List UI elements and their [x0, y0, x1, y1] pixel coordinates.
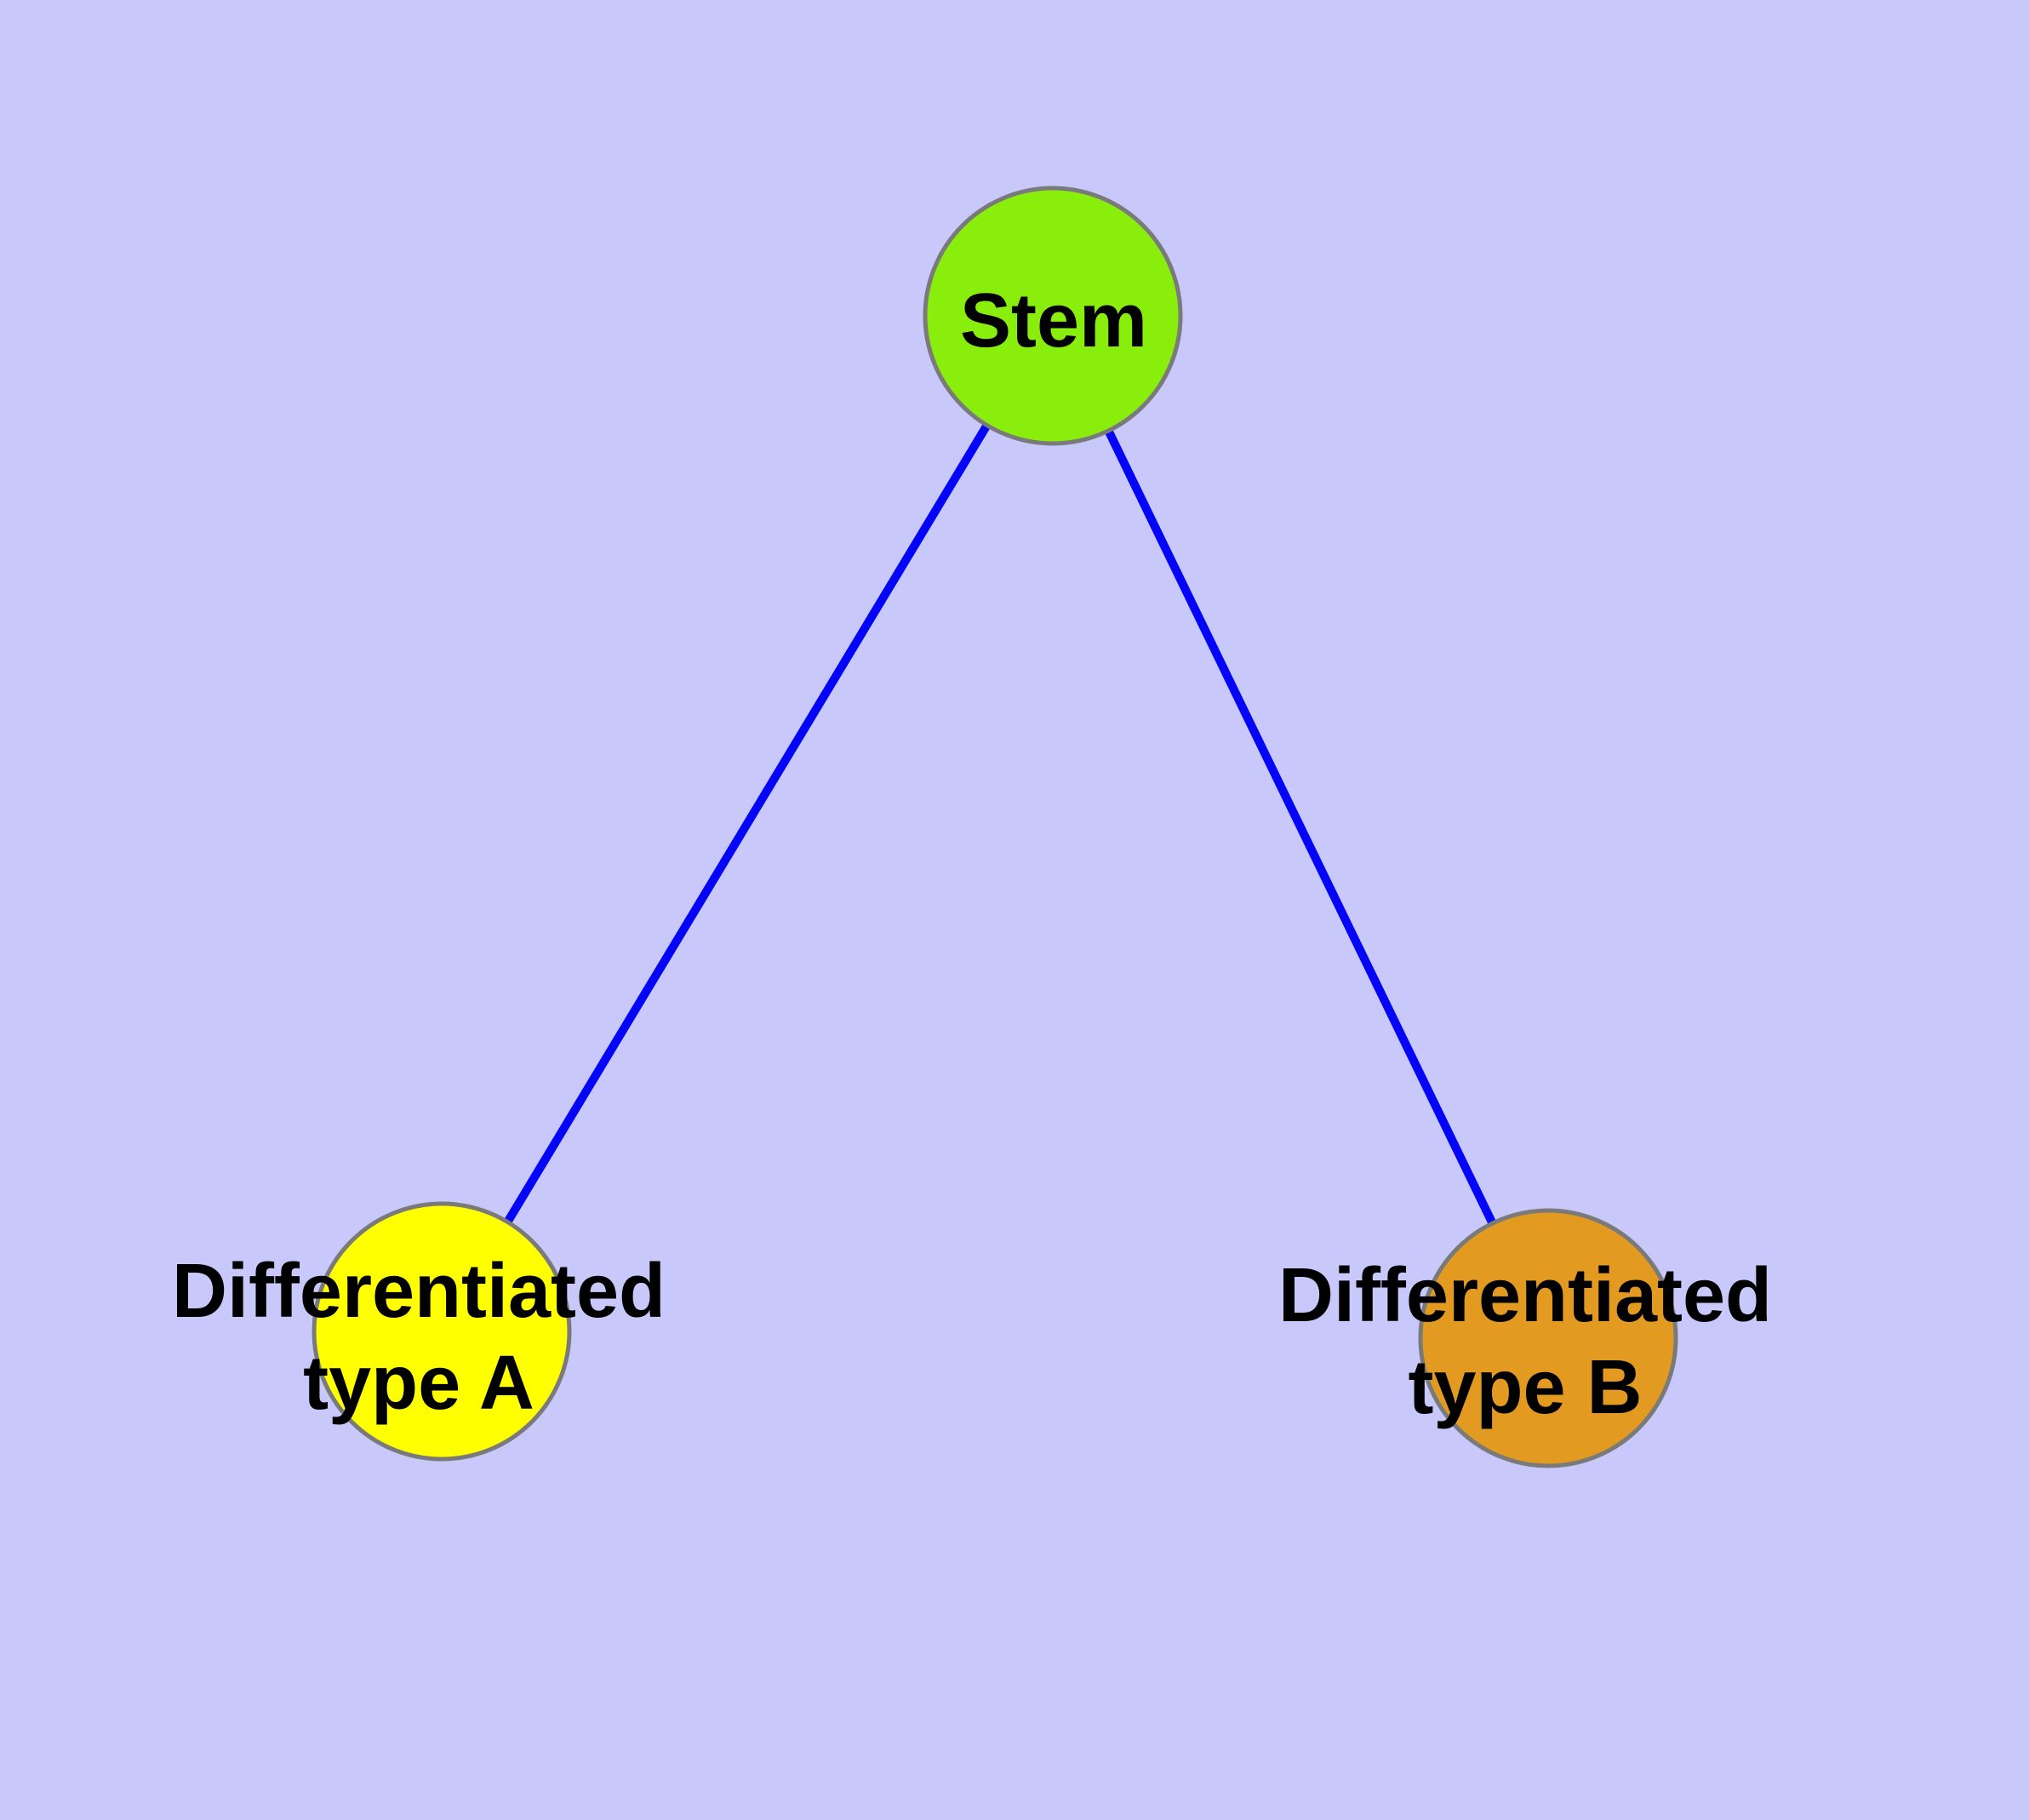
node-stem-label: Stem [960, 278, 1147, 363]
node-type-b-label-line2: type B [1408, 1345, 1642, 1430]
node-stem-circle [923, 186, 1183, 446]
node-type-a-label-line1: Differentiated [172, 1249, 666, 1334]
node-type-b-label-line1: Differentiated [1278, 1253, 1772, 1338]
node-type-a-circle [311, 1201, 572, 1462]
edge-stem-to-type-b [1049, 313, 1552, 1341]
node-type-a-label-line2: type A [303, 1341, 534, 1426]
node-type-b-circle [1418, 1208, 1678, 1468]
edge-stem-to-type-a [437, 313, 1057, 1334]
